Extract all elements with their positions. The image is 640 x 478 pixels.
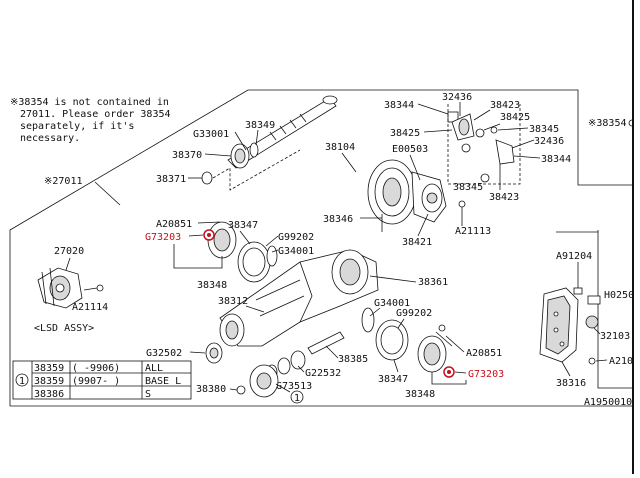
label-38421[interactable]: 38421 <box>402 237 432 248</box>
label-38316[interactable]: 38316 <box>556 378 586 389</box>
label-27020[interactable]: 27020 <box>54 246 84 257</box>
label-38423-top[interactable]: 38423 <box>490 100 520 111</box>
label-38346[interactable]: 38346 <box>323 214 353 225</box>
note-text: ※38354 is not contained in 27011. Please… <box>10 97 171 144</box>
table-row-2-spec: S <box>145 389 151 400</box>
label-g73513[interactable]: G73513 <box>276 381 312 392</box>
note-line-1: ※38354 is not contained in <box>10 97 169 108</box>
label-h0250[interactable]: H0250 <box>604 290 634 301</box>
label-38385[interactable]: 38385 <box>338 354 368 365</box>
label-g99202-top[interactable]: G99202 <box>278 232 314 243</box>
label-38425-a[interactable]: 38425 <box>500 112 530 123</box>
bracket-38348-top <box>173 244 223 269</box>
label-g99202-b[interactable]: G99202 <box>396 308 432 319</box>
label-27011[interactable]: ※27011 <box>44 176 82 187</box>
side-bearing-right <box>361 307 447 373</box>
label-38345-a[interactable]: 38345 <box>529 124 559 135</box>
label-38345-b[interactable]: 38345 <box>453 182 483 193</box>
label-38347-top[interactable]: 38347 <box>228 220 258 231</box>
label-a21114[interactable]: A21114 <box>72 302 108 313</box>
leader-38371 <box>212 149 301 191</box>
label-38344-b[interactable]: 38344 <box>541 154 571 165</box>
table-row-0-range: ( -9906) <box>72 363 120 374</box>
note-line-4: necessary. <box>20 133 80 144</box>
label-38354-right[interactable]: ※38354 <box>588 118 626 129</box>
label-a91204[interactable]: A91204 <box>556 251 592 262</box>
plug-32103 <box>585 315 599 329</box>
label-38361[interactable]: 38361 <box>418 277 448 288</box>
figure-code: A19500103 <box>584 397 638 408</box>
callout-circle[interactable] <box>290 390 304 404</box>
label-38344-top[interactable]: 38344 <box>384 100 414 111</box>
applicability-table: 1 38359 ( -9906) ALL 38359 (9907- ) BASE… <box>12 360 192 400</box>
label-38370[interactable]: 38370 <box>172 150 202 161</box>
pinion-gear-cluster <box>447 111 515 183</box>
table-row-2-part: 38386 <box>34 389 64 400</box>
label-38348-top[interactable]: 38348 <box>197 280 227 291</box>
label-38380[interactable]: 38380 <box>196 384 226 395</box>
label-g34001-top[interactable]: G34001 <box>278 246 314 257</box>
pinion-bearing <box>230 142 259 169</box>
assembly-frame <box>9 89 640 406</box>
flange-38380 <box>249 364 279 398</box>
table-callout: 1 <box>19 376 25 387</box>
table-row-1-range: (9907- ) <box>72 376 120 387</box>
label-32436-b[interactable]: 32436 <box>534 136 564 147</box>
label-38425-b[interactable]: 38425 <box>390 128 420 139</box>
label-38349[interactable]: 38349 <box>245 120 275 131</box>
label-lsd-assy[interactable]: <LSD ASSY> <box>34 323 94 334</box>
label-a21113[interactable]: A21113 <box>455 226 491 237</box>
table-row-0-part: 38359 <box>34 363 64 374</box>
label-32436-top[interactable]: 32436 <box>442 92 472 103</box>
callout-number: 1 <box>294 393 300 404</box>
label-32103[interactable]: 32103 <box>600 331 630 342</box>
label-g73203-bottom[interactable]: G73203 <box>468 369 504 380</box>
table-row-1-part: 38359 <box>34 376 64 387</box>
label-g32502[interactable]: G32502 <box>146 348 182 359</box>
viewer-right-edge <box>632 0 640 474</box>
bracket-38348-bottom <box>431 372 467 385</box>
label-g22532[interactable]: G22532 <box>305 368 341 379</box>
ring-gear <box>367 159 417 225</box>
lsd-assembly <box>37 267 83 309</box>
note-line-2: 27011. Please order 38354 <box>20 109 171 120</box>
differential-carrier <box>219 249 379 347</box>
label-g33001[interactable]: G33001 <box>193 129 229 140</box>
side-bearing-left <box>207 221 278 283</box>
label-g73203-top[interactable]: G73203 <box>145 232 181 243</box>
table-row-1-spec: BASE L <box>145 376 181 387</box>
differential-case <box>411 171 447 223</box>
nut-38371 <box>201 171 213 185</box>
label-a2103[interactable]: A2103 <box>609 356 639 367</box>
note-line-3: separately, if it's <box>20 121 134 132</box>
label-38347-bottom[interactable]: 38347 <box>378 374 408 385</box>
label-38348-bottom[interactable]: 38348 <box>405 389 435 400</box>
gear-group-box <box>447 104 521 185</box>
rear-cover-38316 <box>539 287 579 363</box>
cover-frame <box>597 230 640 389</box>
label-38104[interactable]: 38104 <box>325 142 355 153</box>
label-g34001-b[interactable]: G34001 <box>374 298 410 309</box>
table-row-0-spec: ALL <box>145 363 163 374</box>
label-a20851-top[interactable]: A20851 <box>156 219 192 230</box>
label-38312[interactable]: 38312 <box>218 296 248 307</box>
label-38423-b[interactable]: 38423 <box>489 192 519 203</box>
leader-27011 <box>94 181 121 206</box>
label-a20851-bottom[interactable]: A20851 <box>466 348 502 359</box>
label-e00503[interactable]: E00503 <box>392 144 428 155</box>
label-38371[interactable]: 38371 <box>156 174 186 185</box>
